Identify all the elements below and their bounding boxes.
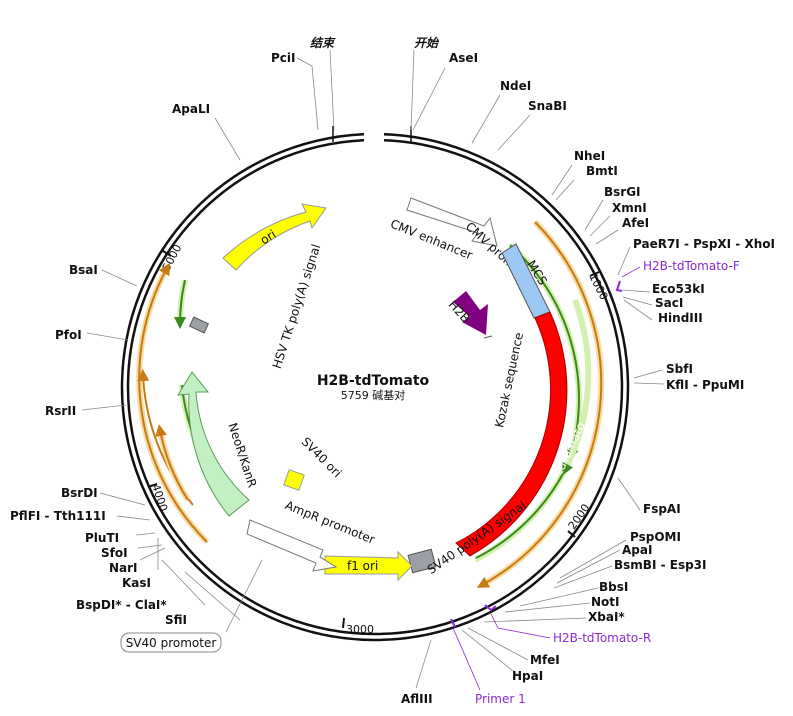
cmv-enhancer-arrow xyxy=(406,197,498,247)
enzyme-fspai[interactable]: FspAI xyxy=(643,502,681,516)
ampr-promoter-arrow xyxy=(246,519,338,572)
enzyme-apali[interactable]: ApaLI xyxy=(172,102,210,116)
enzyme-afei[interactable]: AfeI xyxy=(622,216,649,230)
enzyme-bmti[interactable]: BmtI xyxy=(586,164,618,178)
neor-arrow xyxy=(177,371,250,517)
enzyme-sfoi[interactable]: SfoI xyxy=(101,546,128,560)
enzyme-ndei[interactable]: NdeI xyxy=(500,79,531,93)
enzyme-pspomi[interactable]: PspOMI xyxy=(630,530,681,544)
enzyme-bsai[interactable]: BsaI xyxy=(69,263,98,277)
enzyme-apai[interactable]: ApaI xyxy=(622,543,652,557)
sv40-promoter-label: SV40 promoter xyxy=(126,636,217,650)
kozak-label: Kozak sequence xyxy=(492,331,526,429)
tdtomato-arrow xyxy=(455,311,568,557)
primer-1[interactable]: Primer 1 xyxy=(475,692,526,706)
enzyme-pflfi-tth111i[interactable]: PflFI - Tth111I xyxy=(10,509,106,523)
enzyme-noti[interactable]: NotI xyxy=(591,595,620,609)
enzyme-eco53ki[interactable]: Eco53kI xyxy=(652,282,705,296)
sv40-ori-label: SV40 ori xyxy=(299,435,345,481)
primer-h2b-tdtomato-r[interactable]: H2B-tdTomato-R xyxy=(553,631,651,645)
enzyme-sfii[interactable]: SfiI xyxy=(165,613,187,627)
plasmid-length: 5759 碱基对 xyxy=(341,388,406,402)
enzyme-rsrii[interactable]: RsrII xyxy=(45,404,76,418)
enzyme-nari[interactable]: NarI xyxy=(109,561,138,575)
tick-marks xyxy=(147,250,600,629)
enzyme-bsmbi-esp3i[interactable]: BsmBI - Esp3I xyxy=(614,558,706,572)
enzyme-xmni[interactable]: XmnI xyxy=(612,201,647,215)
enzyme-bspdi-clai[interactable]: BspDI* - ClaI* xyxy=(76,598,167,612)
enzyme-mfei[interactable]: MfeI xyxy=(530,653,560,667)
f1-ori-label: f1 ori xyxy=(347,559,378,573)
ori-arrow xyxy=(222,203,327,271)
plasmid-name: H2B-tdTomato xyxy=(317,373,430,389)
enzyme-xbai[interactable]: XbaI* xyxy=(588,610,625,624)
hsvtk-polya-block xyxy=(188,316,210,334)
enzyme-snabi[interactable]: SnaBI xyxy=(528,99,567,113)
tick-label-3000: 3000 xyxy=(346,623,374,636)
hsvtk-label: HSV TK poly(A) signal xyxy=(270,242,323,370)
enzyme-pfoi[interactable]: PfoI xyxy=(55,328,82,342)
tick-label-2000: 2000 xyxy=(566,502,593,532)
enzyme-hpai[interactable]: HpaI xyxy=(512,669,543,683)
backbone-ring xyxy=(120,126,630,642)
enzyme-hindiii[interactable]: HindIII xyxy=(658,311,703,325)
enzyme-kasi[interactable]: KasI xyxy=(122,576,151,590)
enzyme-pluti[interactable]: PluTI xyxy=(85,531,119,545)
enzyme-bsrdi[interactable]: BsrDI xyxy=(61,486,98,500)
enzyme-bbsi[interactable]: BbsI xyxy=(599,580,628,594)
leader-lines xyxy=(81,49,665,689)
enzyme-sbfi[interactable]: SbfI xyxy=(666,362,693,376)
primer-marks xyxy=(450,266,641,691)
enzyme-pcii[interactable]: PciI xyxy=(271,51,296,65)
h2b-arrow xyxy=(453,291,488,335)
enzyme-bsrgi[interactable]: BsrGI xyxy=(604,185,641,199)
enzyme-kfli-ppumi[interactable]: KflI - PpuMI xyxy=(666,378,744,392)
enzyme-afliii[interactable]: AflIII xyxy=(401,692,433,706)
f1-ori-arrow xyxy=(324,550,413,582)
enzyme-asei[interactable]: AseI xyxy=(449,51,478,65)
sv40-promoter-box xyxy=(120,632,222,653)
primer-h2b-tdtomato-f[interactable]: H2B-tdTomato-F xyxy=(643,259,740,273)
enzyme-paer7i-pspxi-xhoi[interactable]: PaeR7I - PspXI - XhoI xyxy=(633,237,775,251)
enzyme-nhei[interactable]: NheI xyxy=(574,149,605,163)
end-label: 结束 xyxy=(310,36,336,50)
enzyme-saci[interactable]: SacI xyxy=(655,296,683,310)
sv40-ori-block xyxy=(283,469,305,491)
neor-label: NeoR/KanR xyxy=(225,421,259,489)
start-label: 开始 xyxy=(414,36,440,50)
